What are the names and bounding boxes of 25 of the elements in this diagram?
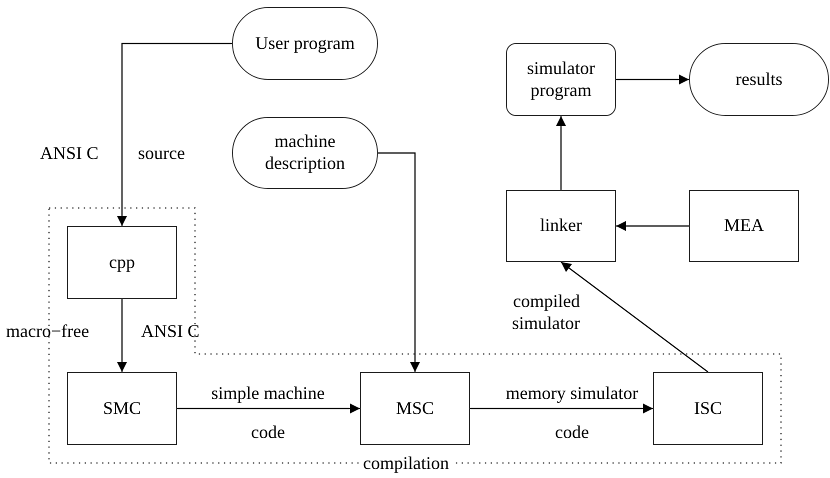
arrow bbox=[117, 299, 127, 372]
process-box: SMC bbox=[67, 372, 177, 445]
arrow bbox=[556, 116, 566, 190]
arrow bbox=[616, 221, 689, 231]
process-box: ISC bbox=[653, 372, 763, 445]
terminal-node: results bbox=[689, 43, 829, 116]
process-box: cpp bbox=[67, 226, 177, 299]
program-box: simulator program bbox=[506, 43, 616, 116]
edge-label: compiled simulator bbox=[511, 290, 580, 334]
flow-label: source bbox=[138, 142, 185, 164]
flow-label: ANSI C bbox=[40, 142, 99, 164]
arrow bbox=[378, 152, 420, 372]
arrow bbox=[177, 404, 360, 414]
arrow bbox=[616, 74, 689, 84]
process-box: MEA bbox=[689, 190, 799, 262]
terminal-node: User program bbox=[232, 7, 378, 80]
edge-label: simple machine code bbox=[210, 382, 326, 444]
arrow bbox=[470, 404, 653, 414]
arrow bbox=[117, 42, 232, 226]
process-box: MSC bbox=[360, 372, 470, 445]
terminal-node: machine description bbox=[232, 117, 378, 189]
process-box: linker bbox=[506, 190, 616, 262]
flow-label: macro−free bbox=[6, 320, 90, 342]
flow-label: ANSI C bbox=[141, 320, 200, 342]
edge-label: memory simulator code bbox=[504, 382, 640, 444]
